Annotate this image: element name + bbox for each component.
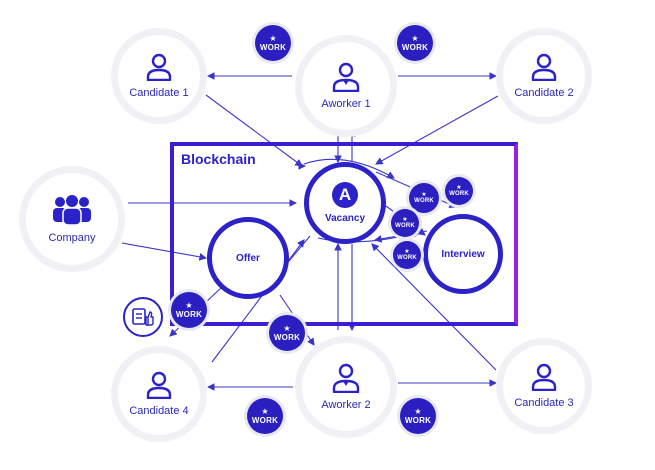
work-token-icon: ★ WORK [391,209,419,237]
work-label: WORK [397,254,417,261]
aworker-logo-icon: A [332,182,358,208]
arrow-company-to-offer [121,242,208,261]
work-label: WORK [449,190,469,197]
vacancy-ring: A Vacancy [304,162,386,244]
work-label: WORK [251,415,279,425]
aworker-2-node: Aworker 2 [302,343,390,431]
work-token-icon: ★ WORK [400,398,436,434]
star-icon: ★ [402,216,408,223]
work-token-icon: ★ WORK [393,241,421,269]
offer-label: Offer [236,252,260,264]
work-label: WORK [273,332,301,342]
user-icon [146,371,172,399]
star-icon: ★ [421,191,427,198]
work-label: WORK [404,415,432,425]
star-icon: ★ [185,300,193,310]
work-token-icon: ★ WORK [397,25,433,61]
interview-ring: Interview [423,214,503,294]
star-icon: ★ [456,184,462,191]
worker-icon [332,363,360,393]
work-token-icon: ★ WORK [445,177,473,205]
company-label: Company [48,232,96,244]
user-icon [146,53,172,81]
work-label: WORK [259,42,287,52]
star-icon: ★ [404,248,410,255]
user-icon [531,53,557,81]
work-token-icon: ★ WORK [171,292,207,328]
candidate-2-node: Candidate 2 [503,35,585,117]
user-icon [531,363,557,391]
work-token-icon: ★ WORK [247,398,283,434]
blockchain-title: Blockchain [181,151,256,167]
star-icon: ★ [261,406,269,416]
work-label: WORK [395,222,415,229]
star-icon: ★ [414,406,422,416]
arrow-candidate3-to-vacancy [371,243,497,371]
like-document-icon [123,297,163,337]
work-label: WORK [414,197,434,204]
candidate-4-label: Candidate 4 [129,405,189,417]
work-token-icon: ★ WORK [269,315,305,351]
work-token-icon: ★ WORK [409,183,439,213]
star-icon: ★ [411,33,419,43]
vacancy-label: Vacancy [324,213,366,224]
aworker-2-label: Aworker 2 [321,399,371,411]
company-icon [53,195,91,226]
interview-label: Interview [441,248,485,260]
candidate-1-label: Candidate 1 [129,87,189,99]
arrow-curve-top [303,158,395,179]
candidate-4-node: Candidate 4 [118,353,200,435]
work-label: WORK [175,309,203,319]
star-icon: ★ [283,323,291,333]
candidate-3-node: Candidate 3 [503,345,585,427]
candidate-2-label: Candidate 2 [514,87,574,99]
work-token-icon: ★ WORK [255,25,291,61]
star-icon: ★ [269,33,277,43]
worker-icon [332,62,360,92]
arrow-candidate1-to-vacancy [205,94,303,167]
arrow-candidate2-to-vacancy [375,95,499,165]
aworker-1-label: Aworker 1 [321,98,371,110]
candidate-1-node: Candidate 1 [118,35,200,117]
blockchain-boundary [170,142,518,326]
candidate-3-label: Candidate 3 [514,397,574,409]
offer-ring: Offer [207,217,289,299]
work-label: WORK [401,42,429,52]
aworker-1-node: Aworker 1 [302,42,390,130]
company-node: Company [26,173,118,265]
